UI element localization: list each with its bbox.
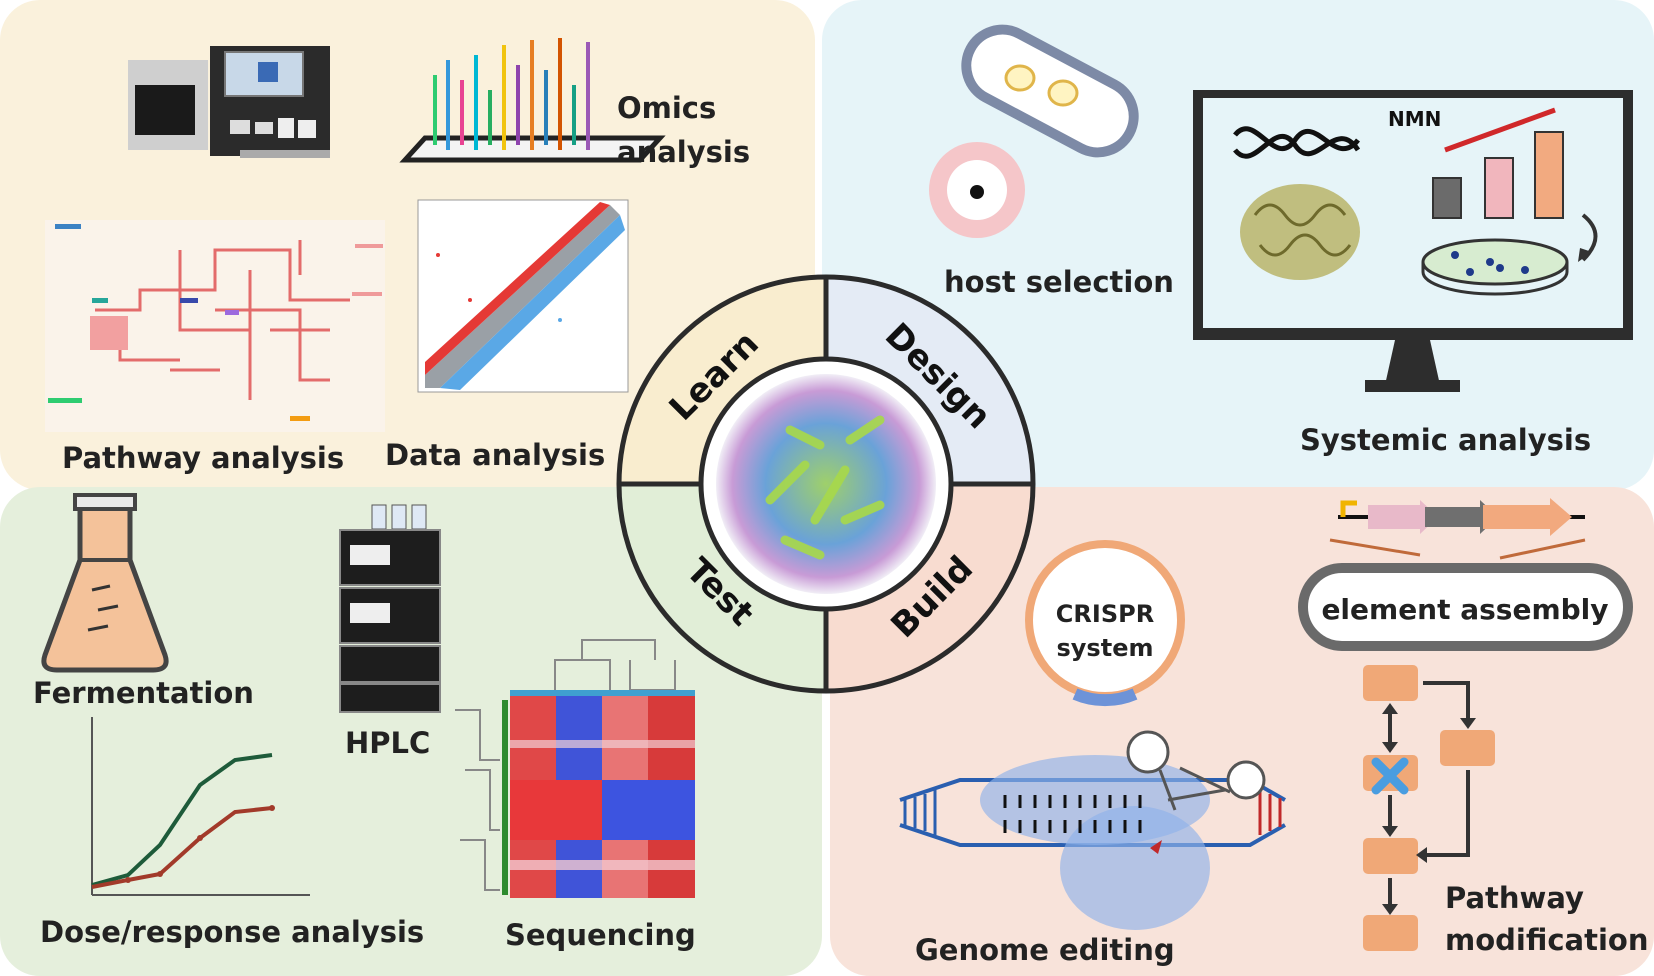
hplc-instrument-icon	[339, 504, 441, 713]
pathway-modification-icon	[1363, 665, 1495, 951]
hplc-label: HPLC	[345, 726, 430, 760]
omics-chart-icon	[399, 38, 666, 163]
dose-response-label: Dose/response analysis	[40, 915, 424, 949]
crispr-label-line2: system	[1057, 634, 1154, 662]
element-assembly-label: element assembly	[1321, 593, 1608, 626]
pathway-modification-label-line2: modification	[1445, 923, 1648, 957]
omics-label-line1: Omics	[617, 91, 716, 125]
host-cell-icon	[929, 142, 1025, 238]
host-selection-label: host selection	[944, 265, 1174, 299]
crispr-label-line1: CRISPR	[1056, 600, 1154, 628]
genome-editing-icon	[899, 730, 1286, 930]
plasmid-icon	[1025, 540, 1185, 707]
systemic-analysis-label: Systemic analysis	[1300, 423, 1591, 457]
fermentation-label: Fermentation	[33, 676, 254, 710]
heatmap-icon	[455, 639, 695, 898]
dbtl-cycle	[616, 274, 1036, 694]
omics-label-line2: analysis	[617, 135, 750, 169]
pathway-map-icon	[45, 220, 385, 432]
pathway-modification-label-line1: Pathway	[1445, 881, 1584, 915]
pathway-analysis-label: Pathway analysis	[62, 441, 344, 475]
gene-construct-icon	[1298, 498, 1633, 651]
sequencing-label: Sequencing	[505, 918, 696, 952]
dose-response-chart-icon	[91, 717, 310, 896]
genome-editing-label: Genome editing	[915, 933, 1175, 967]
data-analysis-label: Data analysis	[385, 438, 605, 472]
monitor-icon	[1193, 90, 1633, 392]
sequencer-instrument-icon	[128, 46, 330, 158]
nmn-label: NMN	[1388, 107, 1441, 131]
bacteria-cell-icon	[961, 24, 1139, 158]
flask-icon	[41, 493, 169, 673]
microbe-core-icon	[716, 374, 936, 594]
scatter-plot-icon	[417, 199, 629, 393]
